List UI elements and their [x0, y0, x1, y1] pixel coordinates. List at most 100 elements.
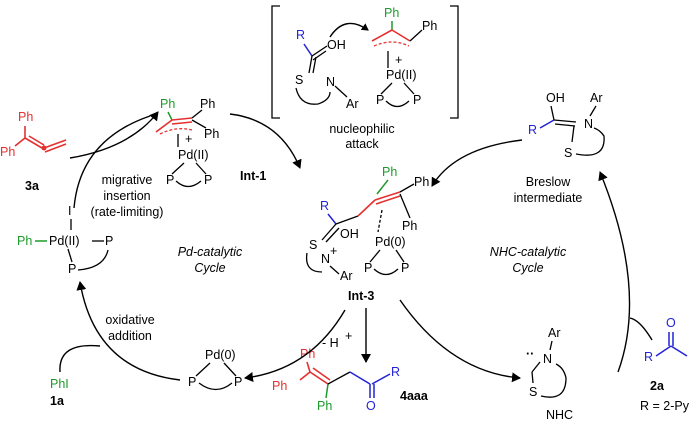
3a-label: 3a: [25, 179, 40, 193]
product-4aaa: Ph Ph Ph O R 4aaa: [272, 347, 429, 413]
pdl-p1: P: [105, 234, 113, 248]
compound-2a: O R 2a R = 2-Py: [640, 316, 690, 413]
pd0-p1: P: [188, 375, 196, 389]
int1-pd: Pd(II): [178, 148, 209, 162]
int3-ar: Ar: [340, 269, 353, 283]
4aaa-r: R: [391, 365, 400, 379]
int1-ph-top: Ph: [160, 97, 175, 111]
pdl-p2: P: [68, 262, 76, 276]
pdl-pd: Pd(II): [49, 234, 80, 248]
nhc-carbene: Ar N ·· S NHC: [526, 326, 573, 422]
arrow-breslow-to-int3: [431, 139, 523, 187]
box-enol-ar: Ar: [346, 97, 359, 111]
int1-ph-right-top: Ph: [200, 97, 215, 111]
arrow-nhc-to-breslow: [598, 171, 631, 373]
arrow-phi-in: [59, 344, 101, 373]
4aaa-ph-bottom: Ph: [317, 399, 332, 413]
cycle-arrows: [59, 111, 653, 383]
nhc-n: N: [543, 352, 552, 366]
4aaa-ph-left: Ph: [272, 379, 287, 393]
left-bracket: [271, 5, 280, 119]
arrow-int3-to-pd0: [244, 309, 346, 382]
int3-pd: Pd(0): [375, 235, 406, 249]
arrow-2a-in: [629, 317, 653, 341]
2a-r: R: [644, 350, 653, 364]
breslow-n: N: [584, 117, 593, 131]
nhc-ar: Ar: [548, 326, 561, 340]
box-allyl-pd: Pd(II): [386, 68, 417, 82]
int1-p2: P: [204, 173, 212, 187]
4aaa-label: 4aaa: [400, 389, 429, 403]
nhc-cycle-label-1: NHC-catalytic: [490, 245, 567, 259]
int3-plus: +: [330, 244, 337, 258]
box-allyl-ph-right: Ph: [422, 19, 437, 33]
deprotonation-sup: +: [345, 329, 352, 343]
4aaa-o: O: [366, 399, 376, 413]
2a-note: R = 2-Py: [640, 399, 690, 413]
pd-ii-aryl-complex: I Ph Pd(II) P P: [17, 204, 113, 276]
breslow-intermediate: OH R N Ar S Breslow intermediate: [514, 91, 605, 205]
pd0-p2: P: [234, 375, 242, 389]
int3-ph-top: Ph: [382, 165, 397, 179]
arrow-left-up: [73, 115, 151, 209]
nhc-cycle-label-2: Cycle: [512, 261, 543, 275]
attack-arrow: [329, 22, 369, 38]
int3-p1: P: [364, 261, 372, 275]
breslow-s: S: [564, 146, 572, 160]
box-enol-s: S: [295, 73, 303, 87]
int1-plus: +: [185, 132, 192, 146]
pd0-complex: Pd(0) P P: [188, 348, 242, 391]
int1-ph-right-bottom: Ph: [204, 127, 219, 141]
pd-cycle-label-2: Cycle: [194, 261, 225, 275]
int-3: R Ph Ph Ph OH S N + Ar Pd(0) P P Int-3: [305, 165, 429, 303]
box-enol-r: R: [296, 28, 305, 42]
int3-oh: OH: [340, 227, 359, 241]
int3-s: S: [309, 238, 317, 252]
migratory-line1: migrative: [102, 173, 153, 187]
box-allyl-p1: P: [376, 93, 384, 107]
1a-formula: PhI: [50, 377, 69, 391]
breslow-oh: OH: [546, 91, 565, 105]
box-allyl-plus: +: [395, 53, 402, 67]
nhc-dots: ··: [526, 347, 534, 361]
nucleophilic-attack-label-1: nucleophilic: [329, 122, 394, 136]
deprotonation-text: - H: [322, 336, 339, 350]
pdl-ph: Ph: [17, 234, 32, 248]
nucleophilic-attack-box: R OH S N Ar Ph Ph + Pd(II) P P nucleophi…: [271, 5, 459, 151]
nhc-s: S: [529, 385, 537, 399]
box-enol-oh: OH: [327, 38, 346, 52]
box-allyl-ph-top: Ph: [384, 6, 399, 20]
box-enol-n: N: [326, 75, 335, 89]
1a-label: 1a: [50, 394, 65, 408]
migratory-line2: insertion: [103, 189, 150, 203]
breslow-label-1: Breslow: [526, 175, 571, 189]
compound-1a: PhI 1a: [50, 377, 69, 408]
int3-n: N: [321, 252, 330, 266]
oxidative-line1: oxidative: [105, 313, 154, 327]
2a-label: 2a: [650, 379, 665, 393]
int-1: Ph Ph Ph + Pd(II) P P Int-1: [155, 97, 266, 188]
3a-ph-left: Ph: [0, 145, 15, 159]
breslow-ar: Ar: [590, 91, 603, 105]
nucleophilic-attack-label-2: attack: [345, 137, 379, 151]
3a-ph-top: Ph: [18, 110, 33, 124]
breslow-r: R: [528, 123, 537, 137]
int3-ph-right-top: Ph: [414, 175, 429, 189]
int3-p2: P: [401, 261, 409, 275]
arrow-3a-to-int1: [69, 111, 159, 159]
int3-ph-right-bottom: Ph: [402, 219, 417, 233]
int3-r: R: [320, 199, 329, 213]
int1-label: Int-1: [240, 169, 266, 183]
compound-3a: Ph Ph 3a: [0, 110, 67, 193]
arrow-pd0-to-pdii: [76, 281, 181, 381]
arrow-int1-to-int3: [229, 113, 302, 169]
pd-cycle-label-1: Pd-catalytic: [178, 245, 243, 259]
int3-label: Int-3: [348, 289, 374, 303]
migratory-line3: (rate-limiting): [91, 205, 164, 219]
arrow-int3-to-nhc: [399, 299, 521, 383]
box-enol-ring: [295, 87, 331, 105]
breslow-label-2: intermediate: [514, 191, 583, 205]
nhc-label: NHC: [546, 408, 573, 422]
